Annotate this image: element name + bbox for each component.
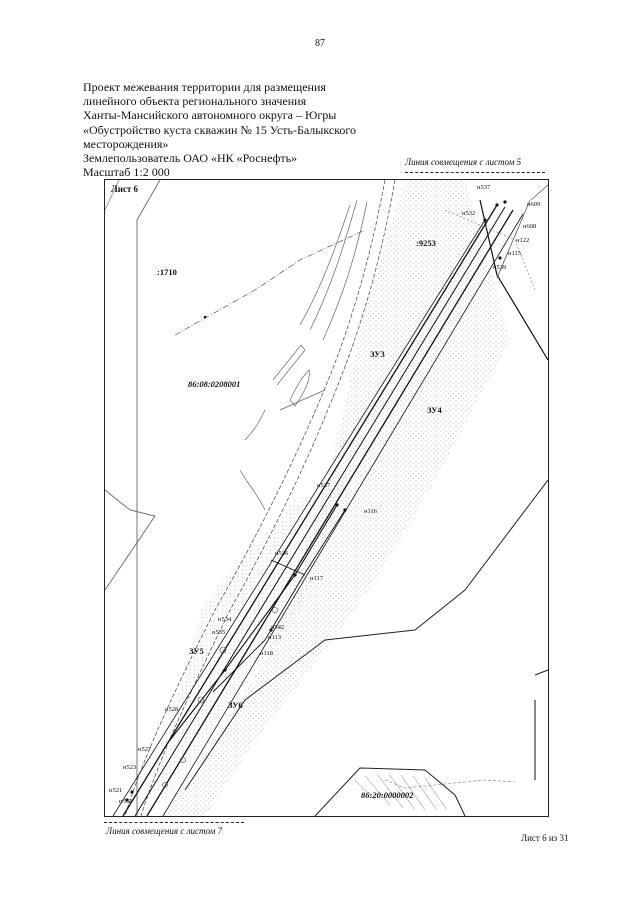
parcel-boundary-west [136,180,161,816]
point-label: н115 [508,250,521,257]
point-label: н116 [364,508,377,515]
point-label: н542 [271,624,285,631]
point-label: н523 [123,764,137,771]
point-label: н532 [462,210,476,217]
cadastral-block-label[interactable]: 86:20:0000002 [361,790,414,800]
sheet-label: Лист 6 [111,184,139,194]
header-line: Ханты-Мансийского автономного округа – Ю… [83,108,337,123]
page-number: 87 [315,38,325,49]
zone-label-zu3[interactable]: ЗУ3 [370,349,385,359]
point-label: н539 [493,264,507,271]
point-label: н527 [138,746,152,753]
combination-line-top-label: Линия совмещения с листом 5 [405,157,522,167]
point-label: н534 [218,616,232,623]
parcel-boundary-east [479,199,548,361]
cadastral-block-label[interactable]: 86:08:0208001 [188,379,241,389]
document-header: Проект межевания территории для размещен… [83,80,383,179]
map-sheet[interactable]: Лист 6 :1710 :9253 86:08:0208001 86:20:0… [104,179,549,817]
parcel-label-9253[interactable]: :9253 [416,238,436,248]
sheet-footer: Лист 6 из 31 [521,833,569,843]
zone-label-zu5[interactable]: ЗУ5 [189,646,204,656]
header-line: Землепользователь ОАО «НК «Роснефть» [83,151,298,166]
header-line: Проект межевания территории для размещен… [83,80,326,94]
point-label: н609 [527,201,541,208]
combination-line-top [405,172,545,173]
map-drawing [105,180,548,816]
point-label: н118 [260,650,273,657]
point-label: н537 [317,482,331,489]
zone-boundary [169,504,338,741]
point-label: н535 [212,629,226,636]
header-line: линейного объекта регионального значения [83,94,307,109]
point-label: н536 [275,550,289,557]
point-label: н537 [477,184,491,191]
header-line: Масштаб 1:2 000 [83,165,170,180]
point-label: н117 [310,575,323,582]
point-label: н608 [523,223,537,230]
combination-line-bottom [104,822,244,823]
zone-label-zu6[interactable]: ЗУ6 [228,700,243,710]
point-label: н528 [165,706,179,713]
header-line: месторождения» [83,136,169,151]
point-label: н521 [109,787,123,794]
combination-line-bottom-label: Линия совмещения с листом 7 [106,826,223,836]
parcel-label-1710[interactable]: :1710 [157,267,177,277]
point-label: н122 [516,237,530,244]
parcel-boundary-west-2 [105,489,156,591]
point-label: н113 [268,634,281,641]
zone-label-zu4[interactable]: ЗУ4 [427,405,442,415]
header-line: «Обустройство куста скважин № 15 Усть-Ба… [83,122,357,137]
point-label: н532 [119,798,133,805]
